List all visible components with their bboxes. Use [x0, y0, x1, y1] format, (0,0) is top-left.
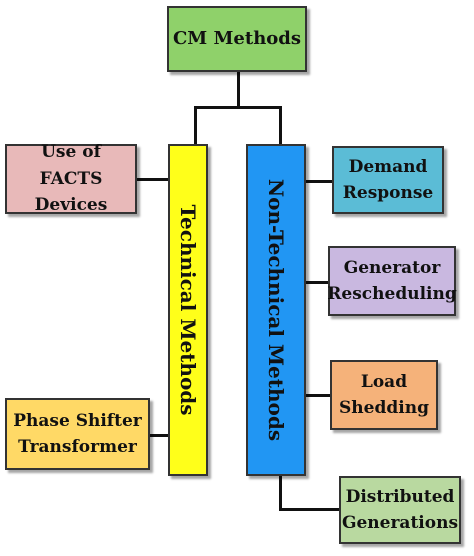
demand-response-box: Demand Response [332, 146, 444, 214]
phase-shifter-box: Phase Shifter Transformer [5, 398, 150, 470]
load-shedding-box: Load Shedding [330, 360, 438, 430]
generator-connector-line [306, 281, 328, 284]
generator-rescheduling-line2: Rescheduling [327, 284, 457, 304]
demand-response-line1: Demand [348, 156, 428, 177]
facts-devices-line1: Use of FACTS [39, 142, 103, 189]
facts-devices-line2: Devices [34, 195, 108, 216]
facts-connector-line [137, 178, 170, 181]
technical-methods-box: Technical Methods [168, 144, 208, 476]
phase-shifter-line2: Transformer [18, 437, 137, 457]
non-technical-stem-line [279, 106, 282, 146]
root-stem-line [237, 72, 240, 108]
branch-horizontal-line [194, 106, 282, 109]
distributed-generations-line1: Distributed [345, 486, 455, 507]
phase-shifter-line1: Phase Shifter [13, 410, 142, 431]
generator-rescheduling-box: Generator Rescheduling [327, 246, 457, 316]
technical-stem-line [194, 106, 197, 146]
distributed-connector-line [279, 508, 339, 511]
distributed-stem-line [279, 476, 282, 510]
load-shedding-line1: Load [360, 371, 408, 392]
demand-response-line2: Response [342, 183, 434, 203]
demand-connector-line [306, 180, 332, 183]
load-shedding-line2: Shedding [339, 398, 429, 418]
distributed-generations-box: Distributed Generations [339, 476, 461, 544]
load-connector-line [306, 394, 330, 397]
facts-devices-box: Use of FACTS Devices [5, 142, 137, 215]
cm-methods-label: CM Methods [172, 28, 302, 50]
generator-rescheduling-line1: Generator [343, 257, 441, 278]
technical-methods-label: Technical Methods [176, 204, 200, 416]
distributed-generations-line2: Generations [341, 513, 459, 533]
non-technical-methods-label: Non-Technical Methods [264, 178, 288, 442]
cm-methods-box: CM Methods [167, 6, 307, 72]
non-technical-methods-box: Non-Technical Methods [246, 144, 306, 476]
phase-shifter-connector-line [150, 434, 170, 437]
